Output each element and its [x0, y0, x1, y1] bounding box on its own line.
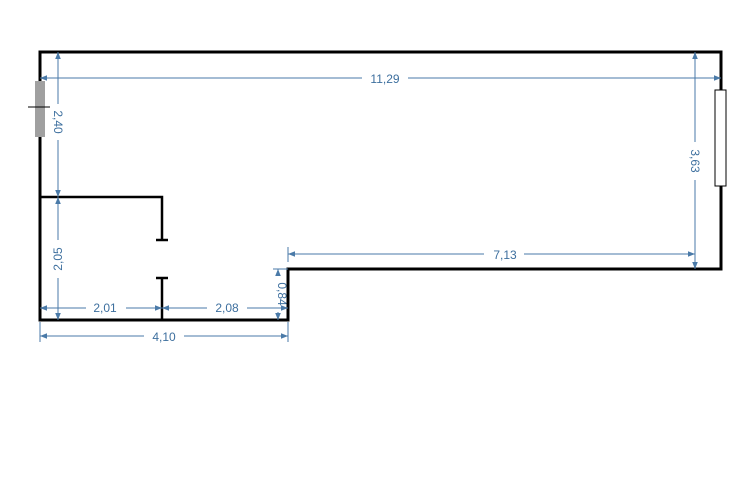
dimension-step-height: 0,84	[272, 268, 289, 320]
dimension-label-right-height: 3,63	[688, 149, 702, 173]
interior-partition-wall	[40, 195, 164, 240]
door-icon	[28, 81, 53, 137]
dimension-label-left-upper-height: 2,40	[51, 110, 65, 134]
dimension-left-upper-height: 2,40	[50, 52, 66, 197]
dimension-label-bottom-left-width: 2,01	[93, 301, 117, 315]
dimension-label-right-bottom-width: 7,13	[493, 248, 517, 262]
dimension-top-width: 11,29	[40, 70, 721, 86]
dimension-left-lower-height: 2,05	[50, 197, 66, 320]
dimension-label-step-height: 0,84	[275, 282, 289, 306]
dimension-right-height: 3,63	[687, 52, 703, 269]
dimension-label-bottom-mid-width: 2,08	[215, 301, 239, 315]
dimension-bottom-left-width: 2,01	[40, 300, 162, 316]
outer-wall	[38, 50, 723, 322]
dimension-label-left-lower-height: 2,05	[51, 247, 65, 271]
dimension-right-bottom-width: 7,13	[287, 246, 695, 262]
dimension-label-bottom-total-width: 4,10	[152, 330, 176, 344]
window-icon	[714, 89, 727, 187]
dimension-bottom-mid-width: 2,08	[162, 300, 288, 316]
dimension-label-top-width: 11,29	[370, 72, 399, 86]
dimension-bottom-total-width: 4,10	[39, 322, 289, 344]
